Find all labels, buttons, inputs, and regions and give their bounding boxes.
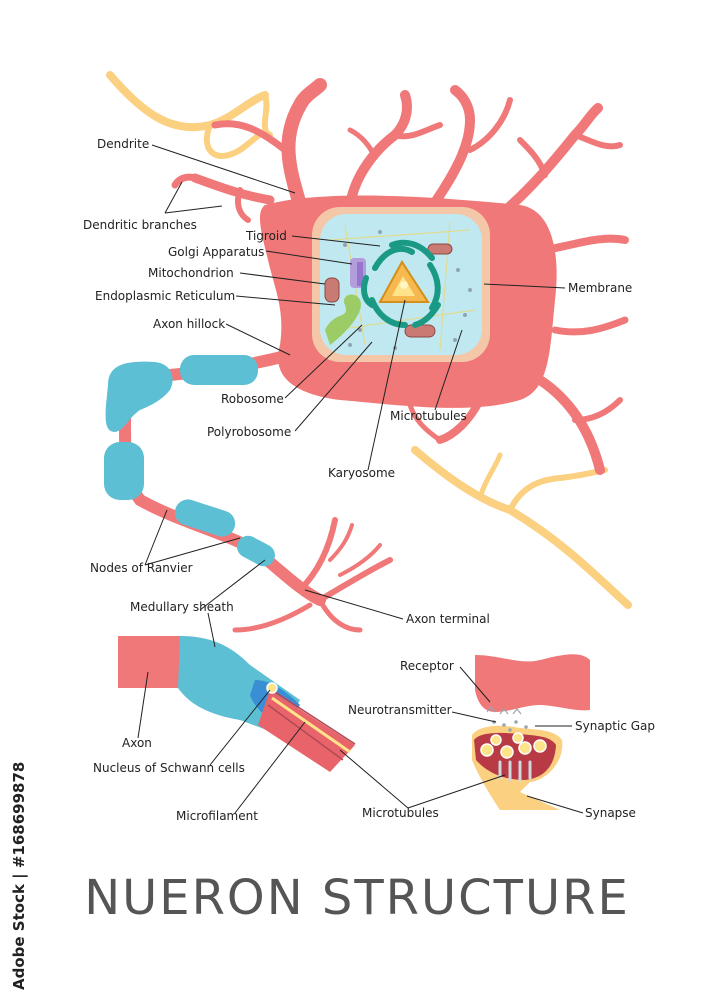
- axon-terminal-branches: [232, 517, 393, 633]
- label-karyosome: Karyosome: [328, 466, 395, 480]
- label-receptor: Receptor: [400, 659, 454, 673]
- label-mitochondrion: Mitochondrion: [148, 266, 234, 280]
- dendrites: [171, 78, 629, 475]
- golgi-apparatus: [350, 258, 366, 288]
- page-title: NUERON STRUCTURE: [84, 870, 630, 926]
- endoplasmic-reticulum: [325, 294, 361, 345]
- nucleolus: [400, 281, 408, 289]
- label-axon-terminal: Axon terminal: [406, 612, 490, 626]
- label-microtubules-cell: Microtubules: [390, 409, 467, 423]
- ribosomes: [343, 230, 472, 350]
- label-microtubules-axon: Microtubules: [362, 806, 439, 820]
- tigroid: [361, 239, 441, 328]
- synapse-illustration: [472, 654, 590, 810]
- label-axon-hillock: Axon hillock: [153, 317, 225, 331]
- label-axon: Axon: [122, 736, 152, 750]
- axon-cross-section: [118, 636, 356, 772]
- label-microfilament: Microfilament: [176, 809, 258, 823]
- leader-lines: [137, 144, 584, 814]
- label-polyrobosome: Polyrobosome: [207, 425, 291, 439]
- label-synaptic-gap: Synaptic Gap: [575, 719, 655, 733]
- labels: Dendrite Dendritic branches Tigroid Golg…: [83, 137, 655, 823]
- label-golgi-apparatus: Golgi Apparatus: [168, 245, 264, 259]
- label-nodes-of-ranvier: Nodes of Ranvier: [90, 561, 193, 575]
- label-medullary-sheath: Medullary sheath: [130, 600, 234, 614]
- label-tigroid: Tigroid: [245, 229, 287, 243]
- yellow-dendrite-bottom: [411, 446, 632, 609]
- label-membrane: Membrane: [568, 281, 632, 295]
- myelin-sheath: [104, 355, 275, 567]
- stock-watermark: Adobe Stock | #168699878: [10, 761, 28, 990]
- label-neurotransmitter: Neurotransmitter: [348, 703, 452, 717]
- label-nucleus-of-schwann-cells: Nucleus of Schwann cells: [93, 761, 245, 775]
- label-robosome: Robosome: [221, 392, 284, 406]
- label-endoplasmic-reticulum: Endoplasmic Reticulum: [95, 289, 235, 303]
- label-synapse: Synapse: [585, 806, 636, 820]
- label-dendritic-branches: Dendritic branches: [83, 218, 197, 232]
- mitochondria: [324, 243, 453, 338]
- label-dendrite: Dendrite: [97, 137, 149, 151]
